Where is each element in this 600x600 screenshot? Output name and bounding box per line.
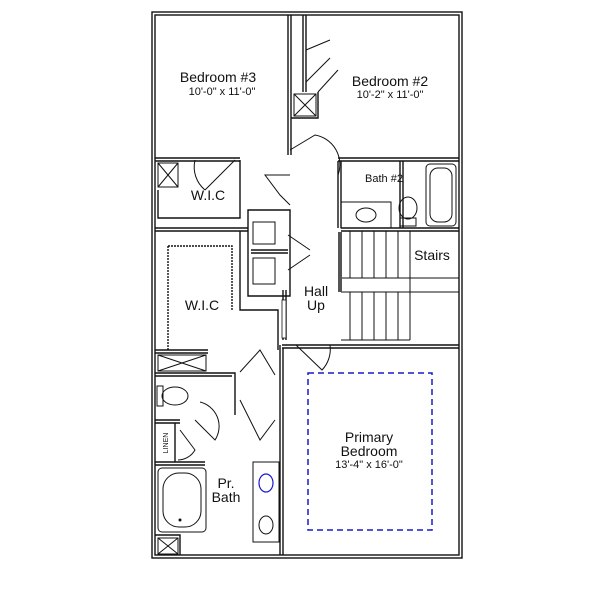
wic-upper-label: W.I.C xyxy=(191,187,225,203)
bath2-label: Bath #2 xyxy=(365,173,403,185)
bedroom2-label: Bedroom #2 xyxy=(352,73,428,89)
bedroom2-size: 10'-2" x 11'-0" xyxy=(357,89,424,101)
stairs-label: Stairs xyxy=(414,247,450,263)
primary-bedroom-label-1: Primary xyxy=(345,429,393,445)
stairs xyxy=(338,231,459,341)
bedroom3-label: Bedroom #3 xyxy=(180,69,256,85)
bathtub-icon xyxy=(157,467,207,533)
hall-up-label: Up xyxy=(307,297,325,313)
wic-lower-label: W.I.C xyxy=(185,297,219,313)
fixtures xyxy=(156,163,457,543)
primary-bedroom-label-2: Bedroom xyxy=(341,443,398,459)
interior-walls xyxy=(155,15,459,555)
primary-bath-label-1: Pr. xyxy=(217,475,234,491)
bathtub-icon xyxy=(425,163,457,227)
hall-label: Hall xyxy=(304,283,328,299)
bedroom3-size: 10'-0" x 11'-0" xyxy=(189,86,256,98)
toilet-icon xyxy=(161,386,189,406)
toilet-icon xyxy=(398,196,418,220)
sink-icon xyxy=(258,515,274,535)
primary-bath-label-2: Bath xyxy=(212,489,241,505)
sink-icon xyxy=(340,201,392,229)
tray-ceiling-outline xyxy=(307,372,433,531)
closet-shelf-markers xyxy=(157,93,317,555)
sink-icon xyxy=(258,473,274,493)
vanity-icon xyxy=(252,461,280,543)
doors xyxy=(177,39,341,461)
exterior-walls xyxy=(151,11,463,559)
primary-bedroom-size: 13'-4" x 16'-0" xyxy=(335,459,403,471)
linen-label: LINEN xyxy=(163,433,170,454)
